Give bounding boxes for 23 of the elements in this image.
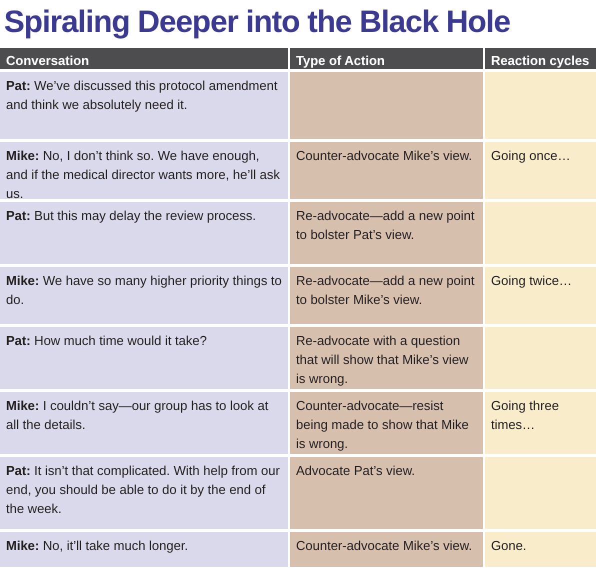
table-cell: Mike: I couldn’t say—our group has to look at all the details.: [0, 392, 290, 454]
table-cell: Counter-advocate Mike’s view.: [290, 142, 485, 199]
table-cell: Gone.: [485, 532, 596, 567]
table-cell: Going once…: [485, 142, 596, 199]
table-cell: Mike: We have so many higher priority things to do.: [0, 267, 290, 324]
table-cell: Going three times…: [485, 392, 596, 454]
table-cell: Going twice…: [485, 267, 596, 324]
table-cell: Pat: It isn’t that complicated. With help from our end, you should be able to do it by the end of the week.: [0, 457, 290, 529]
title: Spiraling Deeper into the Black Hole: [3, 3, 512, 41]
table-cell: Pat: How much time would it take?: [0, 327, 290, 389]
table-cell: Re-advocate—add a new point to bolster Mike’s view.: [290, 267, 485, 324]
header-cell: Conversation: [0, 48, 290, 69]
table-cell: Advocate Pat’s view.: [290, 457, 485, 529]
table-cell: Re-advocate with a question that will show that Mike’s view is wrong.: [290, 327, 485, 389]
table-cell: Mike: No, I don’t think so. We have enough, and if the medical director wants more, he’ll ask us.: [0, 142, 290, 199]
table-cell: Pat: But this may delay the review process.: [0, 202, 290, 264]
table-cell: Re-advocate—add a new point to bolster Pat’s view.: [290, 202, 485, 264]
table-cell: Mike: No, it’ll take much longer.: [0, 532, 290, 567]
header-cell: Type of Action: [290, 48, 485, 69]
table-cell: Counter-advocate Mike’s view.: [290, 532, 485, 567]
table-cell: Counter-advocate—resist being made to show that Mike is wrong.: [290, 392, 485, 454]
table-cell: Pat: We’ve discussed this protocol amendment and think we absolutely need it.: [0, 72, 290, 139]
header-cell: Reaction cycles: [485, 48, 596, 69]
